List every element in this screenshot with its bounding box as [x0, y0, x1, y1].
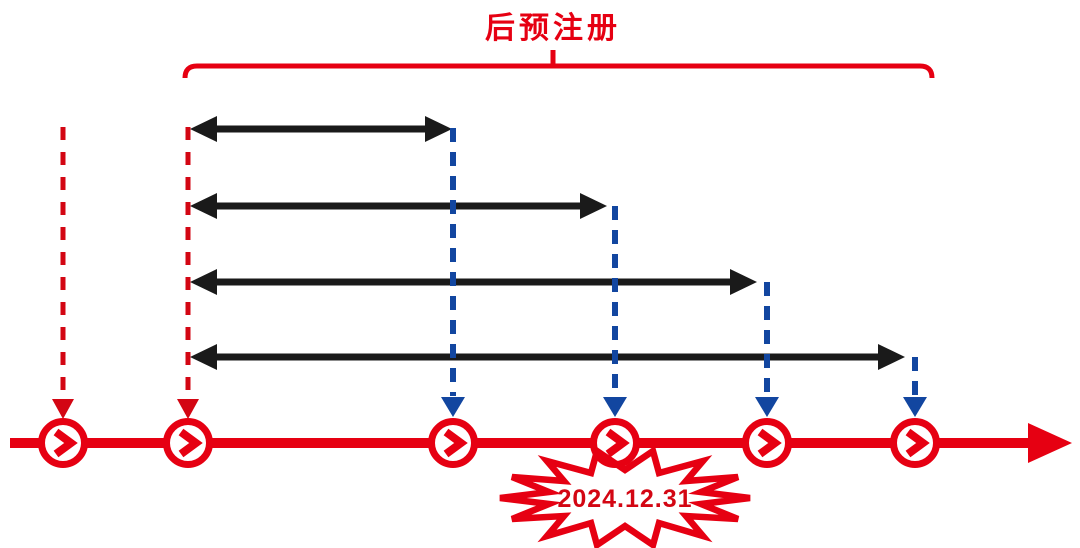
red-arrowhead-icon — [52, 399, 74, 419]
chevron-right-icon — [905, 428, 930, 458]
red-arrowhead-icon — [177, 399, 199, 419]
arrow-left-head-icon — [190, 269, 217, 295]
timeline-node-4 — [590, 418, 640, 468]
blue-arrowhead-icon — [755, 397, 779, 417]
arrow-right-head-icon — [730, 269, 757, 295]
blue-dashed-pointer-1 — [441, 128, 465, 417]
timeline-arrowhead-icon — [1028, 423, 1072, 463]
node-circle — [590, 418, 640, 468]
blue-arrowhead-icon — [603, 397, 627, 417]
blue-dashed-pointer-2 — [603, 206, 627, 417]
arrow-left-head-icon — [190, 116, 217, 142]
blue-dashed-pointer-4 — [903, 357, 927, 417]
chevron-right-icon — [757, 428, 782, 458]
duration-arrow-3 — [190, 269, 757, 295]
blue-dashed-pointer-3 — [755, 282, 779, 417]
chevron-right-icon — [178, 428, 203, 458]
timeline-node-2 — [163, 418, 213, 468]
arrow-left-head-icon — [190, 193, 217, 219]
blue-arrowhead-icon — [903, 397, 927, 417]
arrow-left-head-icon — [190, 344, 217, 370]
chevron-right-icon — [605, 428, 630, 458]
node-circle — [38, 418, 88, 468]
arrow-right-head-icon — [878, 344, 905, 370]
red-dashed-pointer-1 — [52, 127, 74, 419]
deadline-starburst: 2024.12.31 — [499, 445, 751, 548]
timeline-node-1 — [38, 418, 88, 468]
node-circle — [428, 418, 478, 468]
duration-arrow-4 — [190, 344, 905, 370]
chevron-right-icon — [443, 428, 468, 458]
blue-arrowhead-icon — [441, 397, 465, 417]
timeline-node-5 — [742, 418, 792, 468]
starburst-shape — [499, 445, 751, 548]
phase-label: 后预注册 — [485, 12, 621, 45]
node-circle — [742, 418, 792, 468]
duration-arrow-2 — [190, 193, 607, 219]
duration-arrow-1 — [190, 116, 452, 142]
arrow-right-head-icon — [580, 193, 607, 219]
chevron-right-icon — [53, 428, 78, 458]
node-circle — [163, 418, 213, 468]
node-circle — [890, 418, 940, 468]
red-dashed-pointer-2 — [177, 127, 199, 419]
arrow-right-head-icon — [425, 116, 452, 142]
timeline-node-6 — [890, 418, 940, 468]
bracket-line — [182, 63, 935, 79]
timeline-node-3 — [428, 418, 478, 468]
deadline-date: 2024.12.31 — [557, 485, 692, 513]
phase-bracket — [182, 50, 935, 79]
